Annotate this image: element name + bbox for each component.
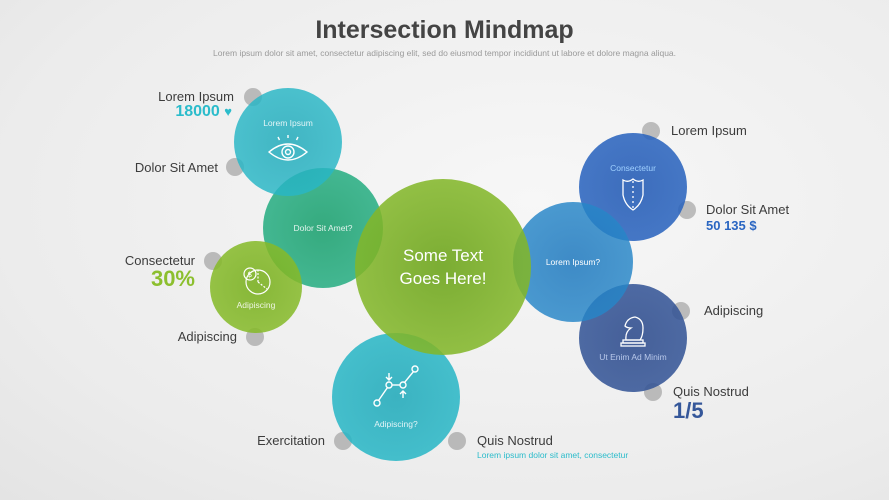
circle-label: Adipiscing?	[374, 419, 418, 429]
circle-ut-enim-knight[interactable]: Ut Enim Ad Minim	[579, 284, 687, 392]
circle-label: Ut Enim Ad Minim	[599, 352, 667, 362]
center-text-line1: Some Text	[402, 245, 483, 265]
heart-icon: ♥	[224, 104, 232, 119]
shield-icon	[621, 177, 645, 211]
callout-bottom-left-label: Exercitation	[257, 433, 325, 448]
callout-bottom-mid-sub: Lorem ipsum dolor sit amet, consectetur	[477, 450, 629, 460]
page-title: Intersection Mindmap	[315, 16, 574, 44]
circle-label: Adipiscing	[236, 300, 276, 310]
svg-text:$: $	[247, 270, 252, 279]
callout-mid-left-label: Dolor Sit Amet	[134, 160, 218, 175]
circle-adipiscing-chart[interactable]: $ Adipiscing	[210, 241, 302, 333]
chess-knight-icon	[619, 314, 647, 348]
circle-lorem-ipsum-eye[interactable]: Lorem Ipsum	[234, 88, 342, 196]
circle-label: Lorem Ipsum?	[545, 257, 601, 267]
callout-lower-right-label: Adipiscing	[704, 303, 764, 318]
callout-left-value: 30%	[150, 266, 195, 291]
callout-bottom-mid-label: Quis Nostrud	[477, 433, 553, 448]
circle-lorem-ipsum-blue[interactable]: Lorem Ipsum?	[513, 202, 633, 322]
callout-lower-left-label: Adipiscing	[177, 329, 237, 344]
connector-dot	[448, 432, 466, 450]
eye-icon	[266, 134, 310, 166]
callout-left-label: Consectetur	[124, 253, 195, 268]
callout-value-text: 18000	[175, 103, 220, 120]
center-circle[interactable]: Some Text Goes Here!	[355, 179, 531, 355]
circle-label: Consectetur	[610, 163, 656, 173]
callout-bottom-right-value: 1/5	[673, 398, 704, 423]
callout-right-label: Dolor Sit Amet	[706, 202, 790, 217]
callout-right-value: 50 135 $	[706, 218, 757, 233]
callout-top-left-label: Lorem Ipsum	[158, 89, 234, 104]
center-text-line2: Goes Here!	[399, 268, 487, 288]
callout-bottom-right-label: Quis Nostrud	[673, 384, 749, 399]
callout-top-left-value: 18000 ♥	[175, 103, 232, 121]
callout-top-right-label: Lorem Ipsum	[671, 123, 747, 138]
circle-label: Lorem Ipsum	[263, 118, 313, 128]
page-subtitle: Lorem ipsum dolor sit amet, consectetur …	[212, 48, 677, 58]
money-pie-chart-icon: $	[240, 264, 272, 296]
circle-label: Dolor Sit Amet?	[293, 223, 353, 233]
line-graph-icon	[373, 365, 419, 407]
